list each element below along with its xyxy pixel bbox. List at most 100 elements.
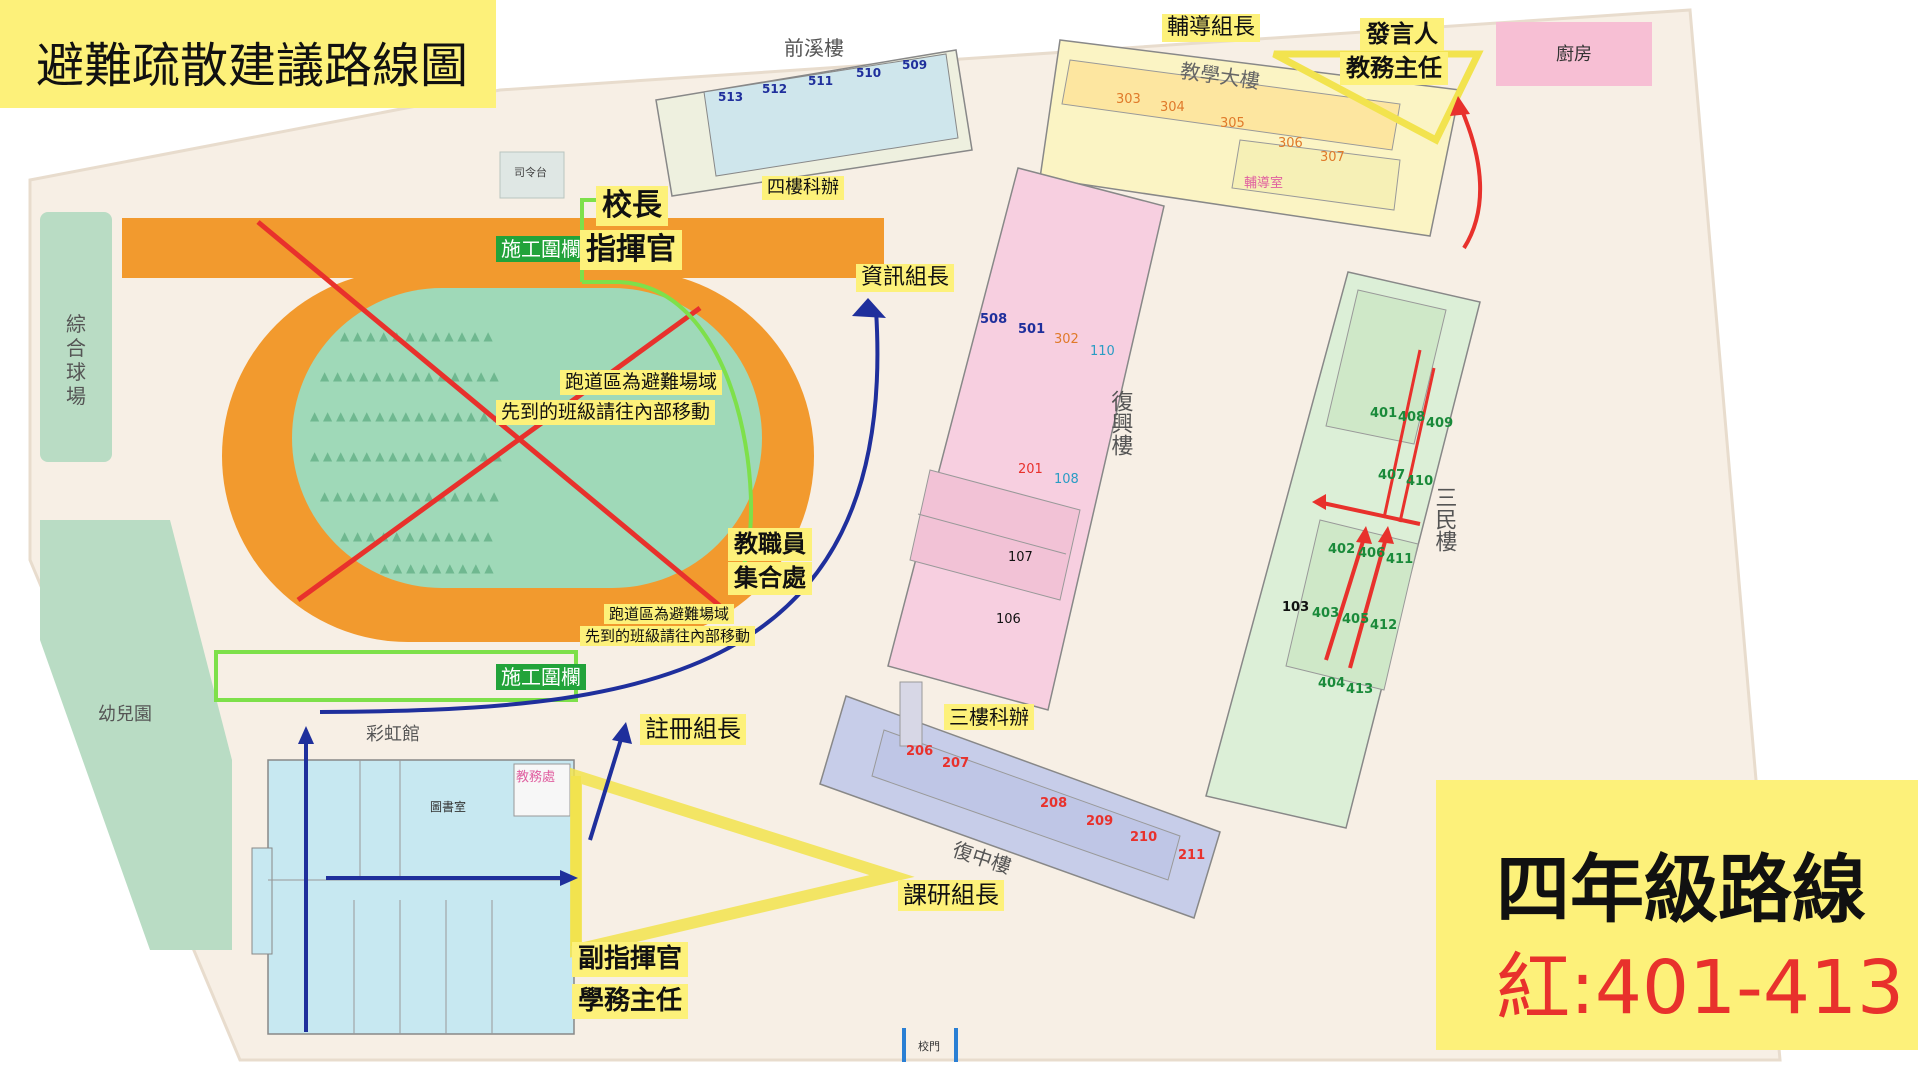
track-note-2-line2: 先到的班級請往內部移動 bbox=[580, 626, 756, 646]
room-fuxing-501: 501 bbox=[1018, 322, 1046, 337]
room-sanmin-410: 410 bbox=[1406, 474, 1434, 489]
room-sanmin-401: 401 bbox=[1370, 406, 1398, 421]
room-fuxing-107: 107 bbox=[1008, 550, 1033, 565]
court-label: 綜合球場 bbox=[66, 312, 86, 408]
connector-stair bbox=[899, 681, 923, 747]
svg-text:▲ ▲ ▲ ▲ ▲ ▲ ▲ ▲ ▲ ▲ ▲ ▲: ▲ ▲ ▲ ▲ ▲ ▲ ▲ ▲ ▲ ▲ ▲ ▲ bbox=[340, 329, 493, 343]
room-fuzhong-206: 206 bbox=[906, 744, 934, 759]
grade-heading: 四年級路線 bbox=[1496, 847, 1866, 933]
jiaoxue-building bbox=[1039, 39, 1461, 237]
room-fuzhong-209: 209 bbox=[1086, 814, 1114, 829]
fence-tag-top: 施工圍欄 bbox=[496, 236, 586, 262]
room-qianxi-510: 510 bbox=[856, 66, 882, 80]
room-sanmin-405: 405 bbox=[1342, 612, 1370, 627]
room-sanmin-409: 409 bbox=[1426, 416, 1454, 431]
red-arrowhead-north bbox=[1450, 96, 1470, 116]
qianxi-building-label: 前溪樓 bbox=[784, 36, 844, 60]
room-qianxi-509: 509 bbox=[902, 58, 928, 72]
closed-cross-line-1 bbox=[256, 220, 722, 608]
room-sanmin-403: 403 bbox=[1312, 606, 1340, 621]
svg-text:▲ ▲ ▲ ▲ ▲ ▲ ▲ ▲ ▲ ▲ ▲ ▲ ▲ ▲ ▲: ▲ ▲ ▲ ▲ ▲ ▲ ▲ ▲ ▲ ▲ ▲ ▲ ▲ ▲ ▲ bbox=[310, 409, 503, 423]
office3-label: 三樓科辦 bbox=[944, 704, 1034, 730]
research-label: 課研組長 bbox=[898, 880, 1004, 911]
room-sanmin-411: 411 bbox=[1386, 552, 1414, 567]
sports-court bbox=[40, 212, 112, 462]
room-jiaoxue-305: 305 bbox=[1220, 116, 1245, 131]
principal-label-line1: 校長 bbox=[596, 186, 668, 226]
caihong-building-label: 彩虹館 bbox=[366, 724, 420, 745]
room-fuxing-110: 110 bbox=[1090, 344, 1115, 359]
page-title: 避難疏散建議路線圖 bbox=[36, 38, 469, 94]
fuxing-building bbox=[887, 167, 1165, 711]
track-note-1-line1: 跑道區為避難場域 bbox=[560, 370, 723, 395]
deputy-label-line1: 副指揮官 bbox=[572, 942, 689, 978]
red-route-corridor-1 bbox=[1382, 349, 1422, 519]
room-sanmin-413: 413 bbox=[1346, 682, 1374, 697]
room-sanmin-408: 408 bbox=[1398, 410, 1426, 425]
office4-label: 四樓科辦 bbox=[762, 176, 844, 200]
blue-route-register bbox=[588, 735, 624, 841]
track-note-2-line1: 跑道區為避難場域 bbox=[604, 604, 735, 624]
svg-text:▲ ▲ ▲ ▲ ▲ ▲ ▲ ▲ ▲ ▲ ▲ ▲ ▲ ▲: ▲ ▲ ▲ ▲ ▲ ▲ ▲ ▲ ▲ ▲ ▲ ▲ ▲ ▲ bbox=[320, 369, 500, 383]
blue-arrowhead-east bbox=[560, 870, 578, 886]
track-note-1-line2: 先到的班級請往內部移動 bbox=[496, 400, 716, 425]
room-sanmin-404: 404 bbox=[1318, 676, 1346, 691]
room-caihong-library: 圖書室 bbox=[430, 800, 467, 814]
room-jiaoxue-303: 303 bbox=[1116, 92, 1141, 107]
blue-arrowhead-up bbox=[298, 726, 314, 744]
title-panel: 避難疏散建議路線圖 bbox=[0, 0, 496, 108]
room-sanmin-412: 412 bbox=[1370, 618, 1398, 633]
kitchen-label: 廚房 bbox=[1556, 44, 1592, 65]
room-qianxi-513: 513 bbox=[718, 90, 744, 104]
closed-cross-line-2 bbox=[296, 305, 702, 603]
red-arrowhead-south-1 bbox=[1356, 526, 1372, 544]
svg-text:▲ ▲ ▲ ▲ ▲ ▲ ▲ ▲ ▲: ▲ ▲ ▲ ▲ ▲ ▲ ▲ ▲ ▲ bbox=[380, 561, 494, 575]
blue-route-main bbox=[319, 309, 880, 714]
grade-route: 紅:401-413 bbox=[1496, 945, 1905, 1031]
room-fuzhong-208: 208 bbox=[1040, 796, 1068, 811]
svg-text:▲ ▲ ▲ ▲ ▲ ▲ ▲ ▲ ▲ ▲ ▲ ▲ ▲ ▲: ▲ ▲ ▲ ▲ ▲ ▲ ▲ ▲ ▲ ▲ ▲ ▲ ▲ ▲ bbox=[320, 489, 500, 503]
svg-text:▲ ▲ ▲ ▲ ▲ ▲ ▲ ▲ ▲ ▲ ▲ ▲ ▲ ▲ ▲: ▲ ▲ ▲ ▲ ▲ ▲ ▲ ▲ ▲ ▲ ▲ ▲ ▲ ▲ ▲ bbox=[310, 449, 503, 463]
red-route-south-1 bbox=[1324, 537, 1366, 661]
deputy-label-line2: 學務主任 bbox=[572, 984, 689, 1020]
blue-arrowhead-info bbox=[852, 298, 886, 318]
red-arrowhead-south-2 bbox=[1378, 526, 1394, 544]
fuxing-building-label: 復興樓 bbox=[1107, 390, 1133, 456]
qianxi-building bbox=[655, 49, 973, 197]
grade-route-panel: 四年級路線 紅:401-413 bbox=[1436, 780, 1918, 1050]
room-fuxing-302: 302 bbox=[1054, 332, 1079, 347]
infield-pattern: ▲ ▲ ▲ ▲ ▲ ▲ ▲ ▲ ▲ ▲ ▲ ▲ ▲ ▲ ▲ ▲ ▲ ▲ ▲ ▲ … bbox=[310, 329, 503, 575]
room-qianxi-512: 512 bbox=[762, 82, 788, 96]
red-route-south-2 bbox=[1348, 537, 1388, 669]
staff-label-line2: 集合處 bbox=[728, 562, 812, 595]
counsel-label: 輔導組長 bbox=[1162, 14, 1261, 43]
speaker-label-line2: 教務主任 bbox=[1340, 52, 1448, 85]
room-jiaoxue-counsel: 輔導室 bbox=[1244, 176, 1284, 191]
gate-label: 校門 bbox=[918, 1040, 940, 1053]
red-route-north bbox=[1458, 105, 1483, 250]
room-caihong-academic: 教務處 bbox=[516, 770, 556, 785]
red-route-cross bbox=[1317, 500, 1421, 526]
room-sanmin-402: 402 bbox=[1328, 542, 1356, 557]
svg-text:▲ ▲ ▲ ▲ ▲ ▲ ▲ ▲ ▲ ▲ ▲ ▲: ▲ ▲ ▲ ▲ ▲ ▲ ▲ ▲ ▲ ▲ ▲ ▲ bbox=[340, 529, 493, 543]
kindergarten-label: 幼兒園 bbox=[98, 704, 152, 725]
room-jiaoxue-304: 304 bbox=[1160, 100, 1185, 115]
red-route-corridor-2 bbox=[1398, 367, 1436, 523]
room-fuzhong-211: 211 bbox=[1178, 848, 1206, 863]
room-fuxing-201: 201 bbox=[1018, 462, 1043, 477]
room-sanmin-407: 407 bbox=[1378, 468, 1406, 483]
fuzhong-building bbox=[819, 695, 1221, 919]
podium-label: 司令台 bbox=[514, 166, 547, 179]
principal-label-line2: 指揮官 bbox=[580, 230, 682, 270]
infield bbox=[292, 288, 762, 588]
room-jiaoxue-306: 306 bbox=[1278, 136, 1303, 151]
room-fuzhong-207: 207 bbox=[942, 756, 970, 771]
room-fuxing-108: 108 bbox=[1054, 472, 1079, 487]
room-fuxing-106: 106 bbox=[996, 612, 1021, 627]
room-jiaoxue-307: 307 bbox=[1320, 150, 1345, 165]
sanmin-building-label: 三民樓 bbox=[1431, 486, 1457, 552]
staff-label-line1: 教職員 bbox=[728, 528, 812, 561]
room-qianxi-511: 511 bbox=[808, 74, 834, 88]
room-fuxing-508: 508 bbox=[980, 312, 1008, 327]
